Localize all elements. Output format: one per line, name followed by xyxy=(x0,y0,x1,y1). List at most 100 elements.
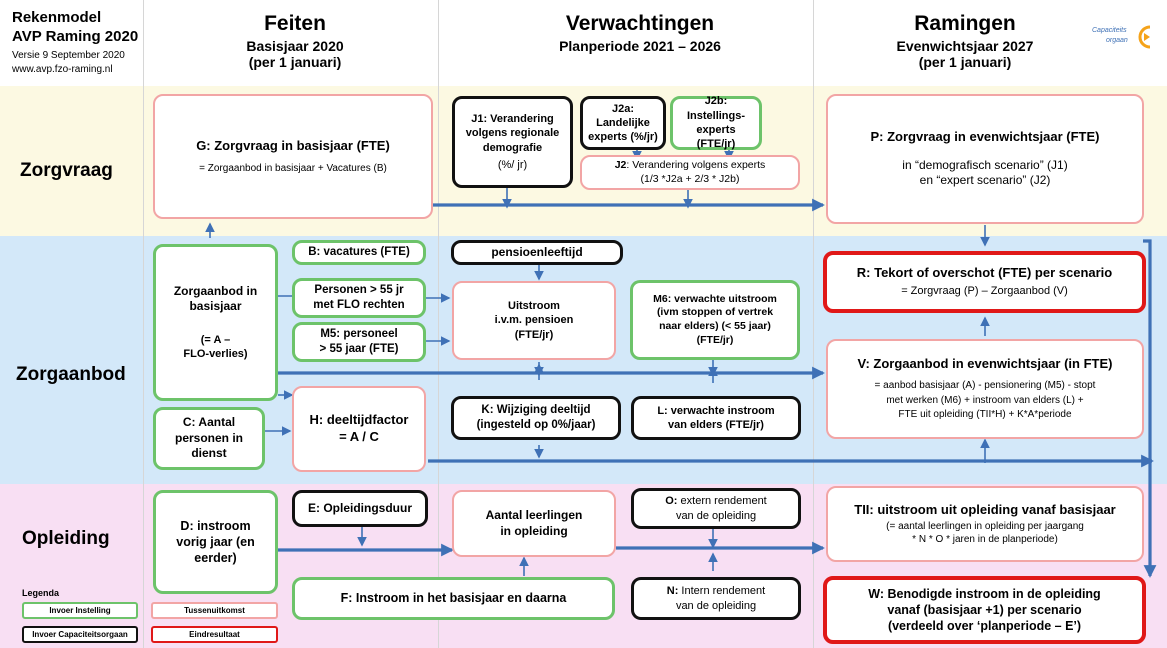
box-aantal-leerlingen: Aantal leerlingen in opleiding xyxy=(452,490,616,557)
box-M5-line1: M5: personeel xyxy=(320,328,398,341)
box-V-line2: met werken (M6) + instroom van elders (L… xyxy=(886,394,1084,406)
box-J2b-line1: J2b: Instellings- xyxy=(686,95,746,122)
box-J2b-line2: experts (FTE/jr) xyxy=(696,124,736,151)
box-uitstroom-pensioen: Uitstroom i.v.m. pensioen (FTE/jr) xyxy=(452,281,616,360)
box-D-line3: eerder) xyxy=(194,551,237,566)
row-label-zorgaanbod: Zorgaanbod xyxy=(16,364,126,385)
box-TII-title: TII: uitstroom uit opleiding vanaf basis… xyxy=(854,501,1116,517)
box-H-line1: H: deeltijdfactor xyxy=(309,412,409,428)
box-C-line2: personen in xyxy=(174,430,243,445)
box-AL-line1: Aantal leerlingen xyxy=(485,507,583,522)
box-M6-line1: M6: verwachte uitstroom xyxy=(653,293,777,307)
box-pensioenleeftijd: pensioenleeftijd xyxy=(451,240,623,265)
legend-green-label: Invoer Instelling xyxy=(49,606,111,615)
legend-black: Invoer Capaciteitsorgaan xyxy=(22,626,138,643)
ramingen-title: Ramingen xyxy=(914,12,1016,35)
box-D-line2: vorig jaar (en xyxy=(176,534,255,549)
feiten-subtitle-1: Basisjaar 2020 xyxy=(246,38,344,54)
box-P-line2: en “expert scenario” (J2) xyxy=(919,173,1051,188)
box-AL-line2: in opleiding xyxy=(500,523,568,538)
box-M6-verwachte-uitstroom: M6: verwachte uitstroom (ivm stoppen of … xyxy=(630,280,800,360)
box-J2-verandering-experts: J2: Verandering volgens experts (1/3 *J2… xyxy=(580,155,800,190)
box-L-line2: van elders (FTE/jr) xyxy=(668,419,764,431)
box-TII-line2: * N * O * jaren in de planperiode) xyxy=(912,534,1058,546)
row-label-opleiding: Opleiding xyxy=(22,528,110,549)
box-FLO-line2: met FLO rechten xyxy=(313,299,405,311)
box-J1-line1: J1: Verandering xyxy=(471,112,554,125)
model-title-2: AVP Raming 2020 xyxy=(12,28,139,45)
box-E-label: E: Opleidingsduur xyxy=(308,500,412,515)
box-W-line1: W: Benodigde instroom in de opleiding xyxy=(868,586,1101,601)
box-C-aantal-personen: C: Aantal personen in dienst xyxy=(153,407,265,470)
logo-mark-icon xyxy=(1138,25,1151,49)
ramingen-subtitle-2: (per 1 januari) xyxy=(918,54,1012,70)
legend-pink-label: Tussenuitkomst xyxy=(184,606,245,615)
row-label-zorgvraag: Zorgvraag xyxy=(20,160,113,181)
box-zorgaanbod-basisjaar: Zorgaanbod in basisjaar (= A – FLO-verli… xyxy=(153,244,278,401)
column-divider-3 xyxy=(813,0,814,648)
box-C-line3: dienst xyxy=(191,446,227,461)
box-J1-line3: demografie xyxy=(482,141,543,154)
box-K-wijziging-deeltijd: K: Wijziging deeltijd (ingesteld op 0%/j… xyxy=(451,396,621,440)
box-J2a-landelijke-experts: J2a: Landelijke experts (%/jr) xyxy=(580,96,666,150)
box-G-desc: = Zorgaanbod in basisjaar + Vacatures (B… xyxy=(199,163,387,175)
legend-pink: Tussenuitkomst xyxy=(151,602,278,619)
box-FLO-line1: Personen > 55 jr xyxy=(314,284,404,297)
box-B-label: B: vacatures (FTE) xyxy=(308,246,410,259)
box-O-line2: van de opleiding xyxy=(675,509,757,522)
box-M6-label: verwachte uitstroom xyxy=(671,292,777,305)
column-divider-2 xyxy=(438,0,439,648)
box-D-instroom-vorig-jaar: D: instroom vorig jaar (en eerder) xyxy=(153,490,278,594)
box-M5-line2: > 55 jaar (FTE) xyxy=(319,343,399,355)
box-FLO-personen: Personen > 55 jr met FLO rechten xyxy=(292,278,426,318)
box-M6-code: M6: xyxy=(653,292,672,305)
box-J2-line1: J2: Verandering volgens experts xyxy=(615,159,766,173)
verwachtingen-title: Verwachtingen xyxy=(565,12,715,35)
box-U-line3: (FTE/jr) xyxy=(514,328,554,341)
box-B-vacatures: B: vacatures (FTE) xyxy=(292,240,426,265)
box-J2a-line1: J2a: Landelijke xyxy=(587,102,659,131)
box-L-line1: L: verwachte instroom xyxy=(657,404,775,417)
main-flow-arrows xyxy=(278,198,1157,578)
box-R-tekort-overschot: R: Tekort of overschot (FTE) per scenari… xyxy=(823,251,1146,313)
box-M6-line4: (FTE/jr) xyxy=(696,333,734,346)
box-O-label: extern rendement xyxy=(677,495,767,508)
box-N-code: N: xyxy=(666,585,679,598)
box-TII-uitstroom-opleiding: TII: uitstroom uit opleiding vanaf basis… xyxy=(826,486,1144,562)
box-J2a-line2: experts (%/jr) xyxy=(588,131,658,144)
box-N-label: Intern rendement xyxy=(678,585,766,598)
box-pensioen-label: pensioenleeftijd xyxy=(491,244,583,259)
box-M5-personeel: M5: personeel > 55 jaar (FTE) xyxy=(292,322,426,362)
box-ZA-line1: Zorgaanbod in xyxy=(173,283,258,298)
box-ZA-line4: FLO-verlies) xyxy=(183,348,248,361)
feiten-title: Feiten xyxy=(264,12,326,35)
box-L-verwachte-instroom: L: verwachte instroom van elders (FTE/jr… xyxy=(631,396,801,440)
ramingen-header: Ramingen Evenwichtsjaar 2027 (per 1 janu… xyxy=(855,12,1075,70)
box-O-code: O: xyxy=(665,495,678,508)
box-N-line1: N: Intern rendement xyxy=(667,584,765,598)
box-J2a-code: J2a xyxy=(611,102,631,115)
box-H-deeltijdfactor: H: deeltijdfactor = A / C xyxy=(292,386,426,472)
box-C-line1: C: Aantal xyxy=(182,415,236,430)
legend-green: Invoer Instelling xyxy=(22,602,138,619)
box-V-title: V: Zorgaanbod in evenwichtsjaar (in FTE) xyxy=(857,356,1113,372)
version-text: Versie 9 September 2020 xyxy=(12,50,125,61)
box-K-line2: (ingesteld op 0%/jaar) xyxy=(476,419,596,431)
box-D-line1: D: instroom xyxy=(180,518,251,533)
box-K-line1: K: Wijziging deeltijd xyxy=(481,404,591,417)
box-W-benodigde-instroom: W: Benodigde instroom in de opleiding va… xyxy=(823,576,1146,644)
box-J2-code: J2 xyxy=(614,158,627,171)
box-J2-label: : Verandering volgens experts xyxy=(626,158,766,171)
legend-title: Legenda xyxy=(22,588,60,598)
box-ZA-line3: (= A – xyxy=(200,333,231,346)
column-divider-1 xyxy=(143,0,144,648)
box-M6-line2: (ivm stoppen of vertrek xyxy=(656,306,774,319)
box-TII-line1: (= aantal leerlingen in opleiding per ja… xyxy=(886,521,1084,533)
legend-red-label: Eindresultaat xyxy=(189,630,240,639)
box-W-line3: (verdeeld over ‘planperiode – E’) xyxy=(887,619,1082,634)
box-U-line2: i.v.m. pensioen xyxy=(494,314,574,327)
box-ZA-line2: basisjaar xyxy=(189,299,242,314)
box-G-zorgvraag-basisjaar: G: Zorgvraag in basisjaar (FTE) = Zorgaa… xyxy=(153,94,433,219)
verwachtingen-header: Verwachtingen Planperiode 2021 – 2026 xyxy=(520,12,760,54)
